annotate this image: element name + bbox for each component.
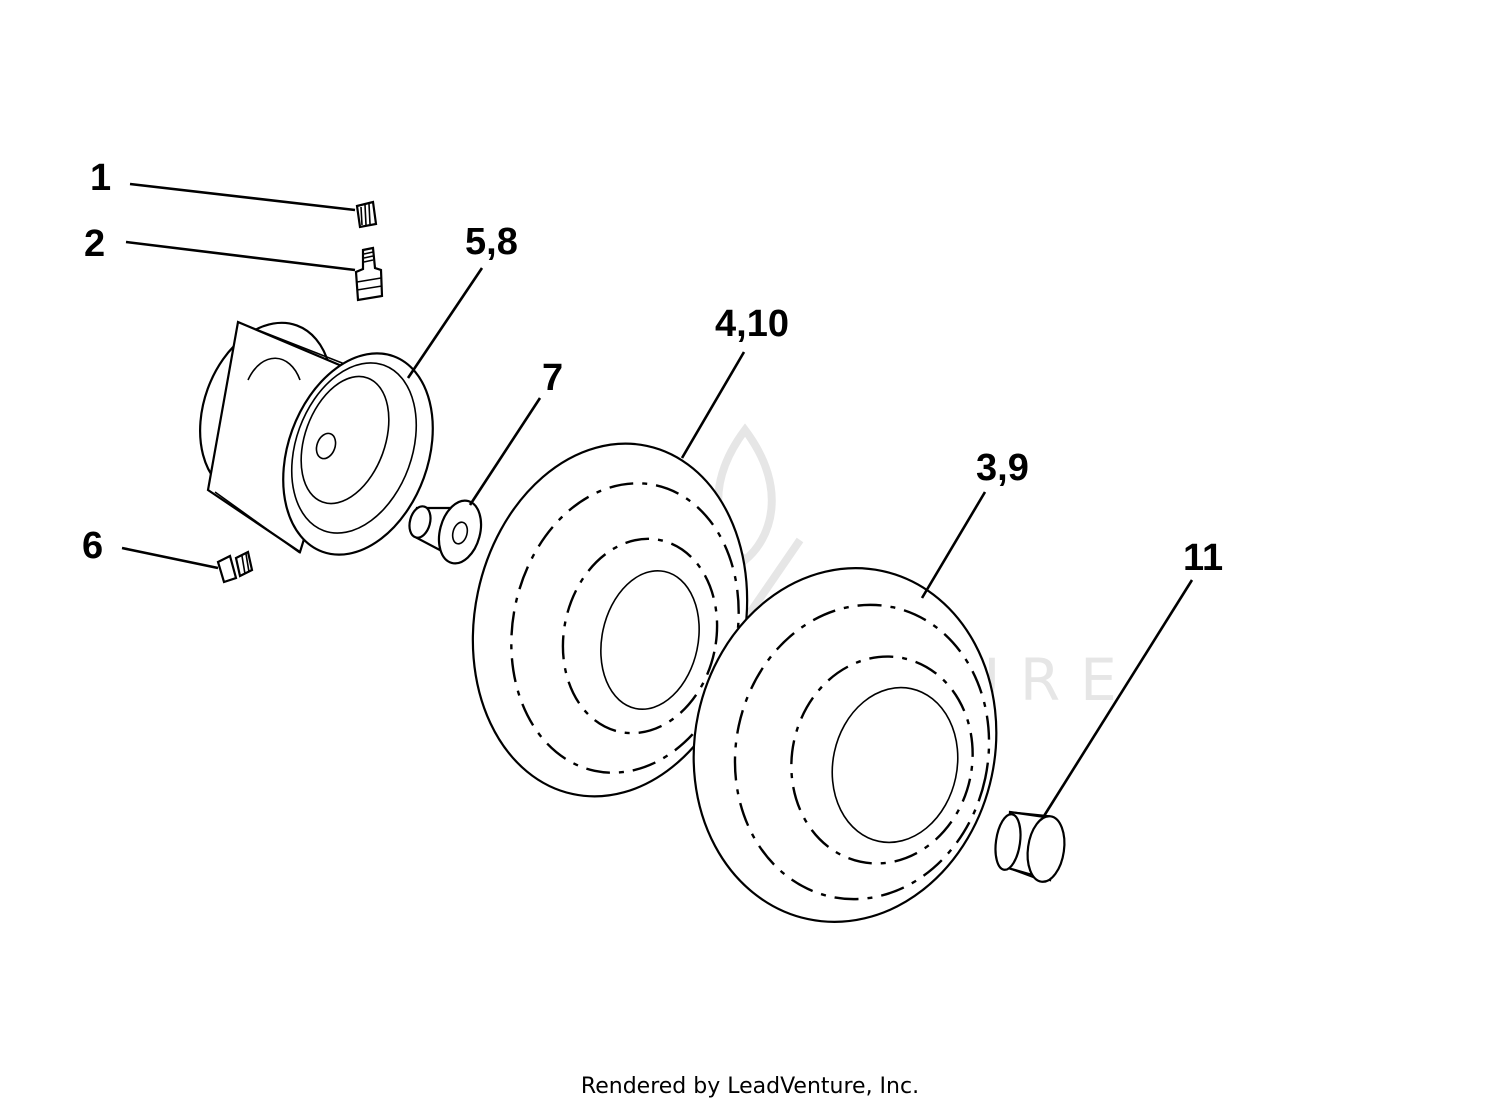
callout-7: 7	[542, 357, 563, 399]
part-screw	[216, 550, 254, 584]
callout-6: 6	[82, 525, 103, 567]
leader-line-4-10	[680, 351, 746, 459]
part-bushing	[408, 499, 483, 565]
callout-5-8: 5,8	[465, 221, 518, 263]
callout-2: 2	[84, 223, 105, 265]
leader-line-1	[129, 182, 356, 212]
leader-line-5-8	[406, 267, 484, 379]
render-credit: Rendered by LeadVenture, Inc.	[580, 1074, 920, 1099]
part-wheel-rim	[199, 320, 434, 556]
leader-line-7	[468, 397, 542, 506]
callout-3-9: 3,9	[976, 447, 1029, 489]
callout-4-10: 4,10	[715, 303, 789, 345]
part-valve-cap	[355, 200, 378, 229]
callout-1: 1	[90, 157, 111, 199]
leader-lines	[121, 182, 1194, 817]
part-hub-cap	[994, 810, 1066, 883]
callout-11: 11	[1183, 537, 1223, 579]
leader-line-6	[121, 546, 219, 570]
leader-line-3-9	[920, 491, 987, 599]
leader-line-11	[1042, 579, 1194, 817]
part-valve-stem	[354, 246, 384, 302]
leader-line-2	[125, 240, 356, 272]
part-tire-rear	[692, 567, 998, 923]
